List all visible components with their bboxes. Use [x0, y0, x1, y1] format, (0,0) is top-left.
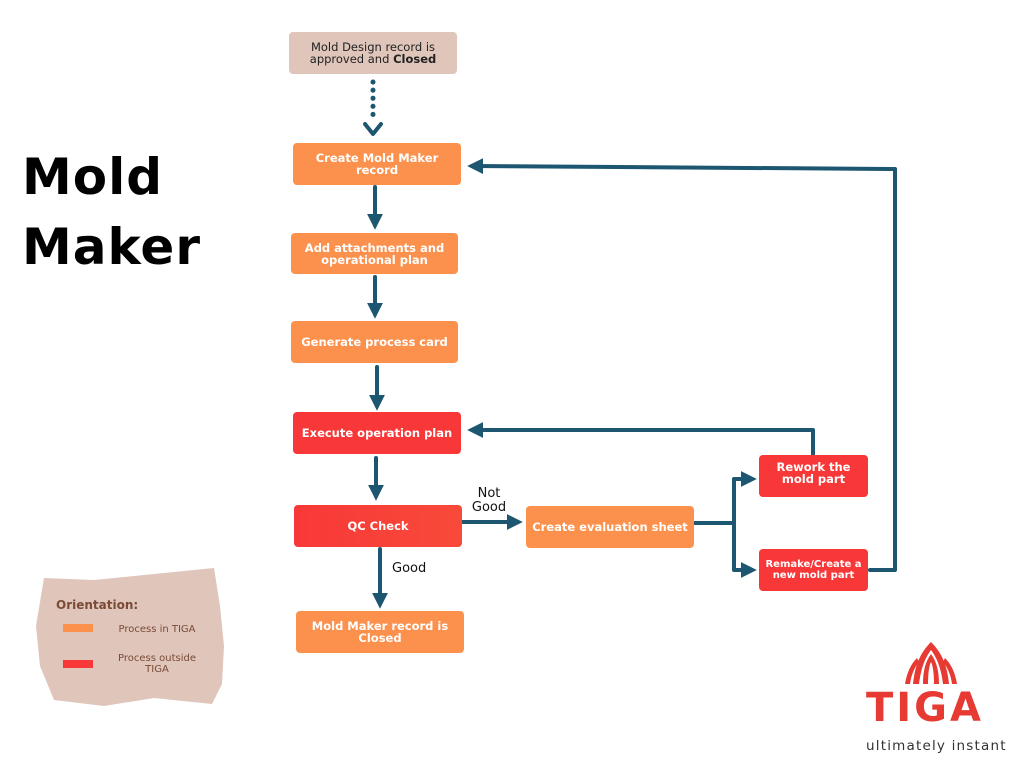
- legend-label-in-tiga: Process in TIGA: [118, 624, 196, 635]
- node-remake-mold-part: Remake/Create a new mold part: [759, 549, 868, 591]
- arrow-dotted-head: [363, 122, 383, 136]
- legend-background: [36, 568, 224, 706]
- edge-label-good: Good: [392, 561, 427, 576]
- node-create-evaluation-sheet: Create evaluation sheet: [526, 506, 694, 548]
- edge-label-not-good: Not Good: [471, 486, 507, 515]
- node-generate-process-card: Generate process card: [291, 321, 458, 363]
- legend-label-outside-tiga: Process outside TIGA: [118, 653, 196, 675]
- node-mold-maker-record-closed: Mold Maker record is Closed: [296, 611, 464, 653]
- legend-swatch-in-tiga: [63, 624, 93, 632]
- tiga-logo-mark-icon: [905, 642, 957, 684]
- node-mold-design-approved: Mold Design record is approved and Close…: [289, 32, 457, 74]
- tiga-logo-wordmark: TIGA: [866, 685, 984, 731]
- legend-title: Orientation:: [56, 598, 139, 612]
- arrow-evaluation-to-remake: [732, 521, 757, 578]
- node-add-attachments: Add attachments and operational plan: [291, 233, 458, 274]
- diagram-title-line2: Maker: [22, 218, 201, 276]
- tiga-logo-tagline: ultimately instant: [866, 738, 1007, 754]
- arrow-evaluation-to-rework: [732, 471, 757, 525]
- diagram-title-line1: Mold: [22, 148, 164, 206]
- legend-swatch-outside-tiga: [63, 660, 93, 668]
- node-execute-operation-plan: Execute operation plan: [293, 412, 461, 454]
- arrow-remake-to-create: [467, 158, 897, 572]
- arrow-rework-to-execute: [467, 422, 815, 456]
- node-rework-mold-part: Rework the mold part: [759, 455, 868, 497]
- node-create-mold-maker-record: Create Mold Maker record: [293, 143, 461, 185]
- node-qc-check: QC Check: [294, 505, 462, 547]
